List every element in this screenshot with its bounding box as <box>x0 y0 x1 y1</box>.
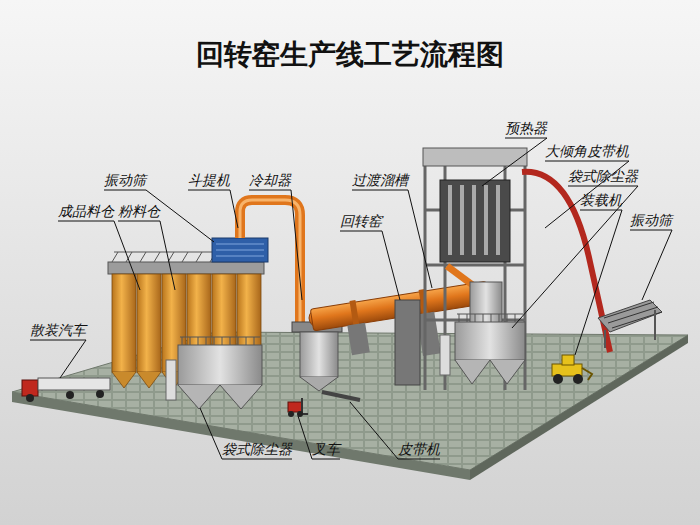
vibrating-screen-left <box>212 238 268 262</box>
vibrating-screen-right <box>598 300 662 348</box>
part-label: 振动筛 <box>104 172 146 188</box>
bucket-elevator-pipe <box>240 200 300 322</box>
part-label: 大倾角皮带机 <box>545 143 629 159</box>
diagram-title: 回转窑生产线工艺流程图 <box>0 36 700 74</box>
part-label: 冷却器 <box>249 172 291 188</box>
belt-conveyor <box>322 392 360 400</box>
silos <box>108 252 264 388</box>
part-label: 成品料仓 <box>58 203 114 219</box>
part-label: 袋式除尘器 <box>568 168 638 184</box>
part-label: 装载机 <box>580 192 622 208</box>
bulk-truck <box>22 378 110 402</box>
part-label: 皮带机 <box>398 441 440 457</box>
part-label: 预热器 <box>505 120 547 136</box>
part-label: 袋式除尘器 <box>222 441 292 457</box>
loader <box>552 355 592 384</box>
part-label: 散装汽车 <box>30 322 86 338</box>
bag-filter-left <box>166 337 262 409</box>
part-label: 回转窑 <box>340 213 382 229</box>
part-label: 振动筛 <box>630 212 672 228</box>
part-label: 粉料仓 <box>118 203 160 219</box>
part-label: 过渡溜槽 <box>352 172 408 188</box>
forklift <box>288 398 308 417</box>
part-label: 叉车 <box>312 441 340 457</box>
preheater-tower <box>395 148 527 390</box>
bag-filter-right <box>440 314 525 384</box>
part-label: 斗提机 <box>188 172 230 188</box>
leader-lines <box>30 138 672 459</box>
